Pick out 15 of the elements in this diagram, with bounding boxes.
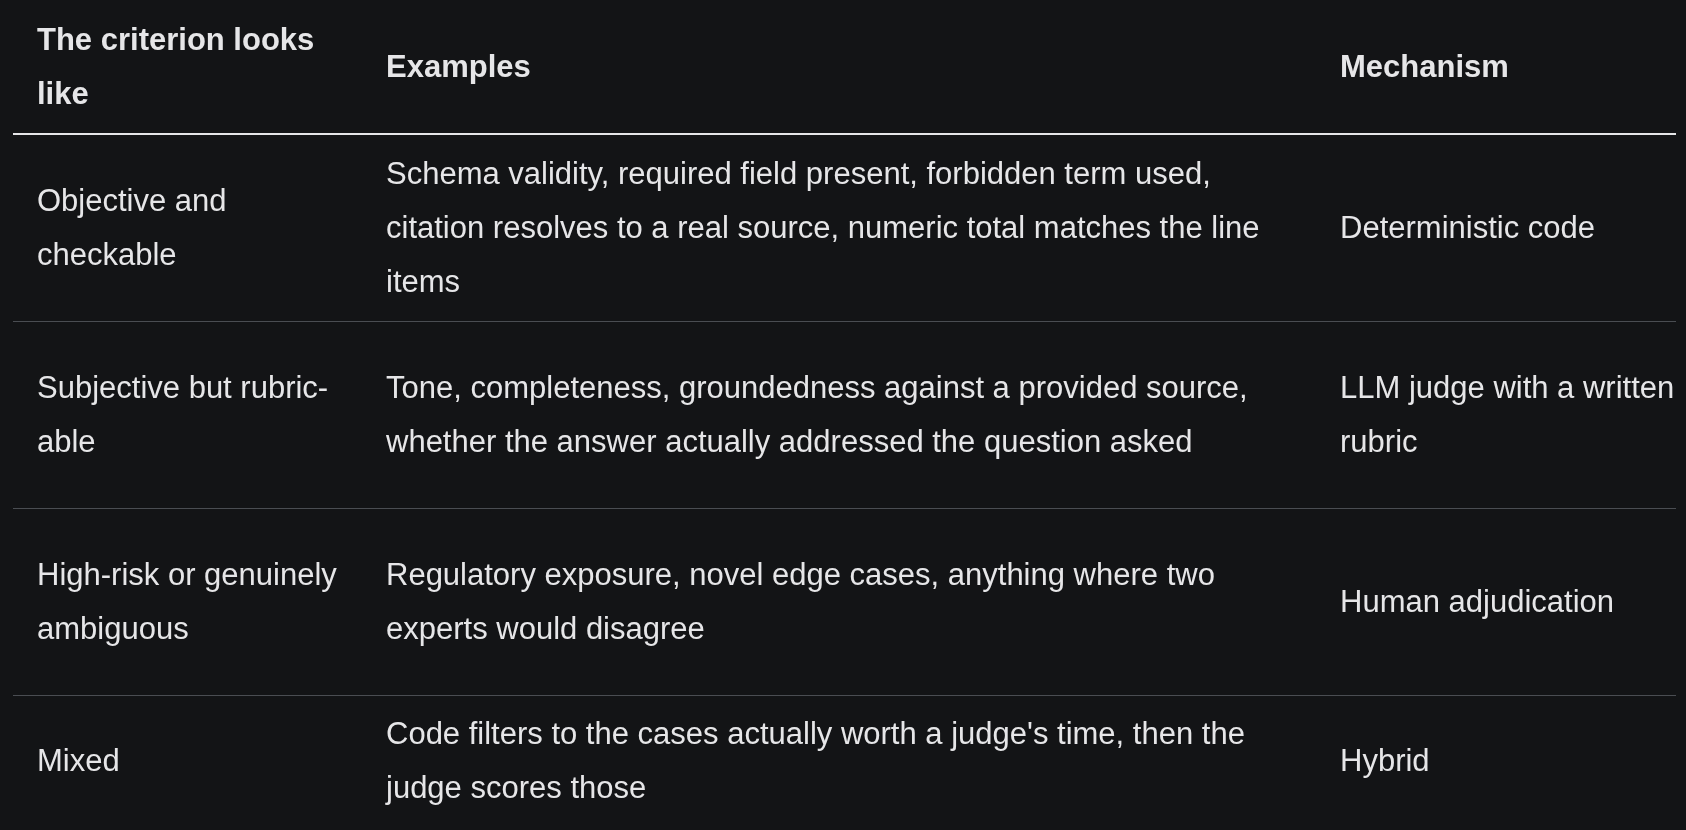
criterion-text: Subjective but rubric-able [37, 370, 329, 459]
column-header: Mechanism [1340, 48, 1509, 84]
example-text: Code filters to the cases actually worth a judge's time, then the judge scores those [386, 716, 1245, 805]
criterion-text: Mixed [37, 743, 120, 778]
column-header: Examples [386, 48, 531, 84]
mechanism-text: Human adjudication [1340, 584, 1614, 619]
criterion-text: High-risk or genuinely ambiguous [37, 557, 337, 646]
criterion-text: Objective and checkable [37, 183, 227, 272]
example-text: Schema validity, required field present, forbidden term used, citation resolves to a real source, numeric total matches the line items [386, 156, 1260, 299]
example-text: Regulatory exposure, novel edge cases, anything where two experts would disagree [386, 557, 1215, 646]
column-header: The criterion looks like [37, 21, 315, 111]
mechanism-text: Hybrid [1340, 743, 1430, 778]
mechanism-text: Deterministic code [1340, 210, 1595, 245]
mechanism-text: LLM judge with a written rubric [1340, 370, 1675, 459]
example-text: Tone, completeness, groundedness against a provided source, whether the answer actually addressed the question asked [386, 370, 1248, 459]
